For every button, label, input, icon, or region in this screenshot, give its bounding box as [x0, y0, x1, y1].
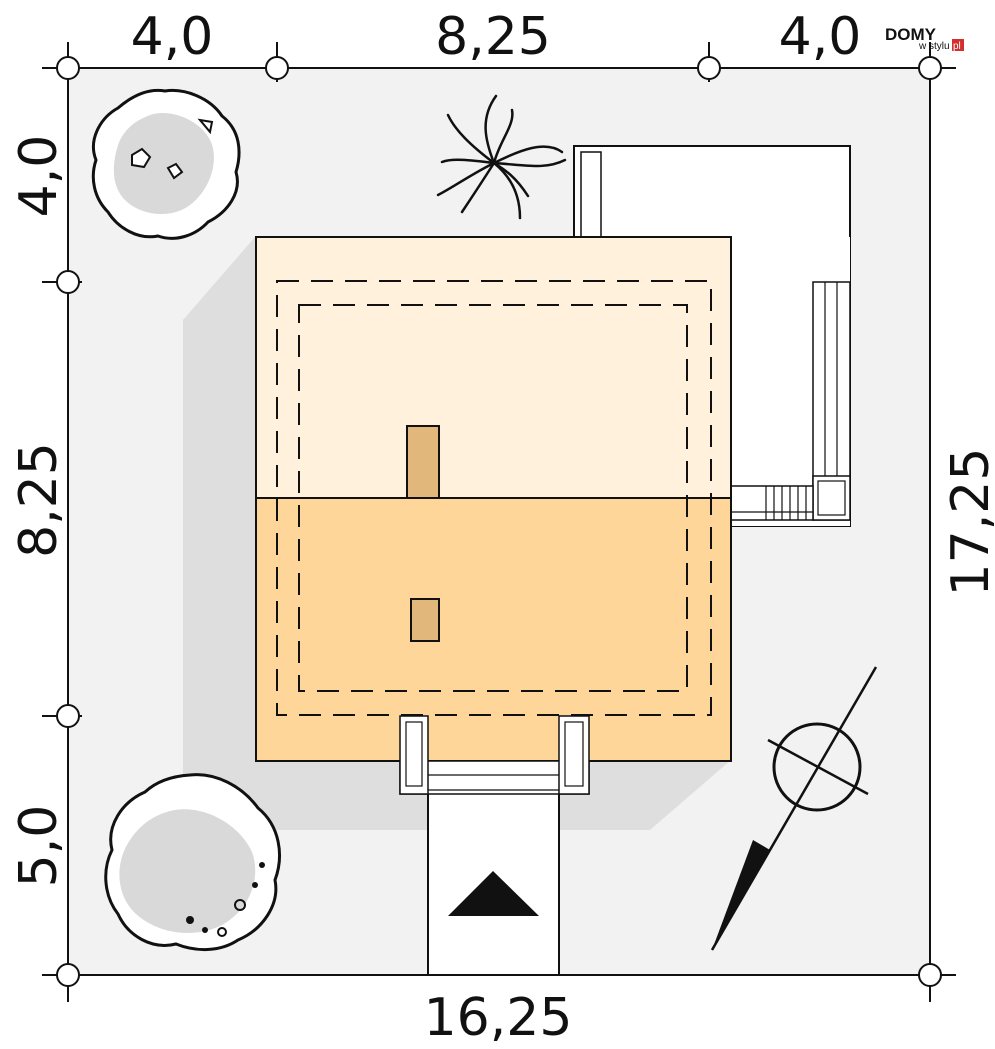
- inner-wall-outline: [298, 304, 688, 692]
- north-compass-icon: [710, 666, 878, 951]
- dimension-left-top: 4,0: [9, 135, 69, 218]
- dimension-top-left: 4,0: [131, 7, 214, 67]
- dimension-left-middle: 8,25: [9, 442, 69, 558]
- outer-wall-outline: [276, 280, 712, 716]
- dimension-top-right: 4,0: [779, 7, 862, 67]
- dimension-top-middle: 8,25: [435, 7, 551, 67]
- house-roof: [255, 236, 732, 762]
- logo-sub-text: w stylu: [918, 41, 950, 52]
- tree-bottom-left: [104, 773, 281, 952]
- tree-top-left: [91, 88, 241, 240]
- entrance: [399, 715, 590, 976]
- chimney-small: [410, 598, 440, 642]
- dimension-markers: [56, 56, 942, 987]
- logo-main-text: DOMY: [885, 25, 937, 44]
- dimension-left-bottom: 5,0: [9, 805, 69, 888]
- entrance-arrow-icon: [448, 871, 539, 916]
- logo-tag-text: pl: [953, 41, 961, 52]
- shrub: [436, 94, 567, 220]
- brand-logo: DOMY w stylu pl: [885, 25, 964, 52]
- chimney: [406, 425, 440, 499]
- dimension-bottom: 16,25: [424, 988, 573, 1048]
- dimension-right: 17,25: [941, 448, 995, 597]
